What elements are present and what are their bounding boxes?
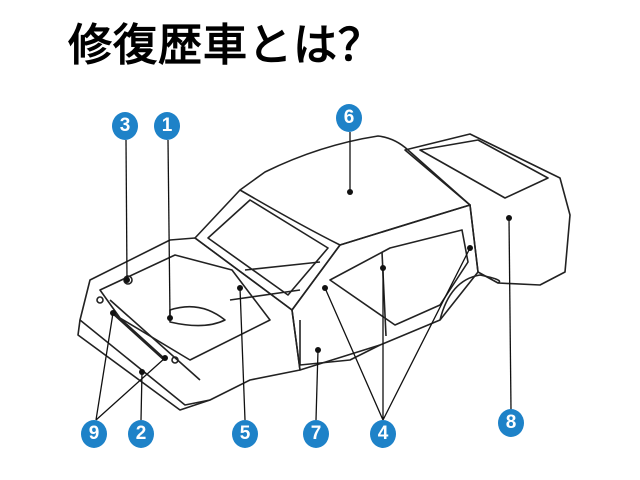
car-body-outline bbox=[77, 133, 571, 411]
callout-2: 2 bbox=[128, 420, 154, 448]
callout-1: 1 bbox=[154, 112, 180, 140]
leader-dots bbox=[110, 189, 512, 375]
callout-3: 3 bbox=[112, 112, 138, 140]
callout-8: 8 bbox=[498, 409, 524, 437]
callout-9: 9 bbox=[81, 420, 107, 448]
callout-7: 7 bbox=[303, 420, 329, 448]
callout-6: 6 bbox=[336, 104, 362, 132]
leader-lines bbox=[95, 132, 512, 421]
page-title: 修復歴車とは？ bbox=[68, 20, 383, 71]
callout-4: 4 bbox=[370, 420, 396, 448]
callout-5: 5 bbox=[232, 420, 258, 448]
